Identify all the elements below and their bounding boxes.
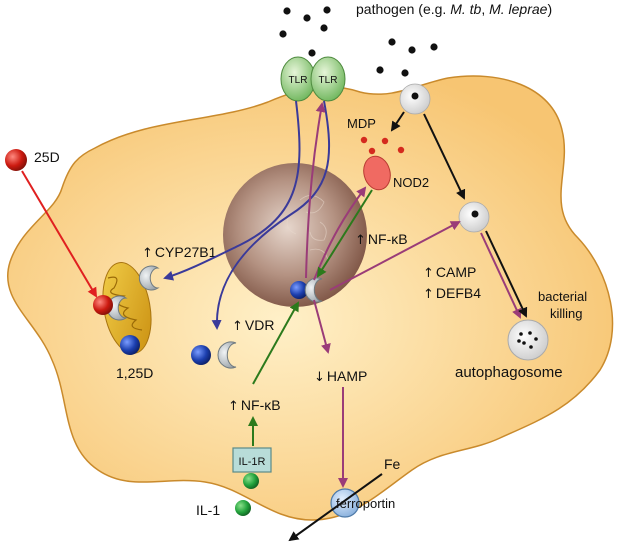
arrow-phagosome-to-vesicle <box>423 113 466 200</box>
vdr-label: ↑VDR <box>232 317 274 334</box>
vdr-complex-ligand <box>290 281 308 299</box>
arrows <box>21 100 528 542</box>
arrow-vesicle-to-autophagosome-purple <box>480 232 522 319</box>
tlr-left-label: TLR <box>289 75 308 86</box>
camp-label: ↑CAMP <box>423 264 476 281</box>
cyp27b1-enzyme-upper <box>138 265 160 291</box>
vitd-red-on-mito <box>93 295 113 315</box>
il1r-receptor <box>232 447 272 473</box>
nod2-receptor <box>363 155 391 191</box>
arrow-25d-to-mito <box>21 170 98 298</box>
mdp-label: MDP <box>347 116 376 131</box>
hamp-label: ↓HAMP <box>314 368 367 385</box>
nfkb-upper-label: ↑NF-κB <box>355 231 408 248</box>
il1-bound <box>243 473 259 489</box>
phagosome-vesicle <box>399 83 431 115</box>
autophagosome-label: autophagosome <box>455 364 563 381</box>
vitd-125d-label: 1,25D <box>116 365 153 381</box>
defb4-label: ↑DEFB4 <box>423 285 481 302</box>
nucleus <box>223 163 367 307</box>
arrow-tlr-to-cyp27b1 <box>163 100 301 281</box>
nfkb-lower-label: ↑NF-κB <box>228 397 281 414</box>
il1-label: IL-1 <box>196 502 220 518</box>
il1-free <box>235 500 251 516</box>
pathogen-label: pathogen (e.g. M. tb, M. leprae) <box>356 1 552 17</box>
arrow-tlr-to-vdr <box>211 100 330 330</box>
arrow-pathogen-to-mdp <box>390 111 405 132</box>
autophagosome-vesicle <box>507 319 549 361</box>
vitd-25d-ball <box>5 149 27 171</box>
fe-label: Fe <box>384 456 401 472</box>
vdr-receptor <box>217 341 237 369</box>
pathogen-dots <box>279 6 438 77</box>
arrow-vdr-to-tlr <box>305 102 326 279</box>
arrow-vdr-to-vesicle <box>329 221 461 291</box>
arrow-vdr-to-hamp <box>313 299 331 354</box>
tlr-right <box>310 56 346 102</box>
nod2-label: NOD2 <box>393 175 429 190</box>
vitd-125d-ball <box>120 335 140 355</box>
internal-vesicle <box>458 201 490 233</box>
cyp27b1-label: ↑CYP27B1 <box>142 244 217 261</box>
vitd-25d-label: 25D <box>34 149 60 165</box>
vdr-ligand <box>191 345 211 365</box>
arrow-fe-efflux <box>288 473 383 542</box>
tlr-dimer: TLR TLR <box>280 56 346 102</box>
tlr-right-label: TLR <box>319 75 338 86</box>
arrow-il1r-to-vdr <box>252 301 299 385</box>
il1r-label: IL-1R <box>239 456 266 468</box>
arrow-nod2-to-vdr <box>316 189 373 278</box>
bacterial-killing-line1: bacterial <box>538 289 587 304</box>
arrow-vesicle-to-autophagosome-black <box>485 230 528 318</box>
ferroportin-label: ferroportin <box>336 496 395 511</box>
mdp-dots <box>360 136 405 155</box>
bacterial-killing-line2: killing <box>550 306 583 321</box>
vdr-complex-receptor <box>304 277 323 303</box>
